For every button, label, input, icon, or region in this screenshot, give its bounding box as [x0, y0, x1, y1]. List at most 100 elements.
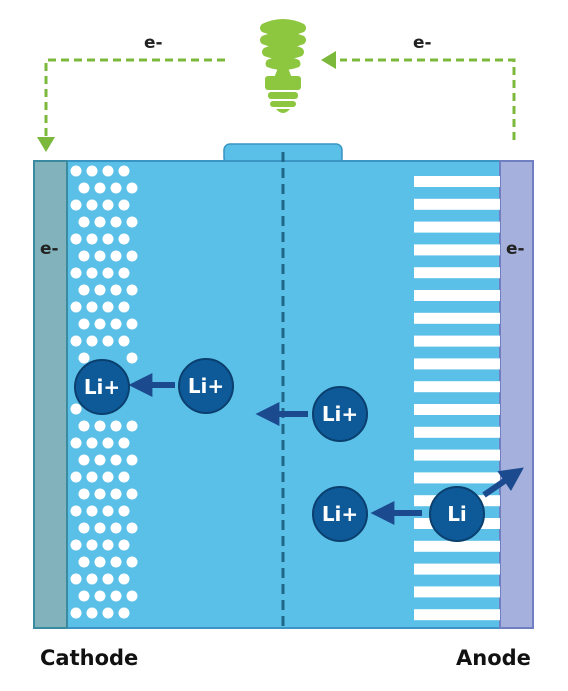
cathode-particle	[110, 556, 122, 568]
li-ion-near-cathode: Li+	[178, 358, 234, 414]
cathode-particle	[94, 318, 106, 330]
cathode-particle	[94, 454, 106, 466]
cathode-particle	[126, 454, 138, 466]
cathode-particle	[94, 420, 106, 432]
cathode-electron-label: e-	[40, 239, 59, 259]
cathode-particle	[86, 471, 98, 483]
cathode-particle	[86, 267, 98, 279]
electron-arrow-to-anode	[482, 467, 524, 498]
li-ion-label: Li+	[322, 402, 358, 426]
cathode-current-collector	[33, 160, 68, 629]
cathode-particle	[110, 488, 122, 500]
anode-current-collector	[499, 160, 534, 629]
cathode-particle	[102, 471, 114, 483]
cathode-particle	[126, 182, 138, 194]
cathode-particle	[70, 607, 82, 619]
cathode-particle	[102, 199, 114, 211]
cathode-particle	[118, 573, 130, 585]
anode-layer	[414, 198, 500, 210]
cathode-particle	[118, 437, 130, 449]
cathode-particle	[78, 318, 90, 330]
cathode-particle	[70, 471, 82, 483]
anode-layer	[414, 404, 500, 415]
external-circuit-left	[44, 58, 225, 140]
cathode-particle	[102, 267, 114, 279]
anode-layer	[414, 449, 500, 461]
cathode-particle	[118, 607, 130, 619]
li-ion-center: Li+	[312, 386, 368, 442]
anode-layer	[414, 472, 500, 484]
cathode-particle	[94, 182, 106, 194]
cathode-particle	[86, 233, 98, 245]
cathode-particle	[86, 539, 98, 551]
cathode-particle	[126, 488, 138, 500]
cathode-particle	[86, 165, 98, 177]
cathode-particle	[78, 454, 90, 466]
cathode-particle	[70, 233, 82, 245]
cathode-particle	[78, 182, 90, 194]
cathode-particle	[70, 335, 82, 347]
cathode-particle	[102, 607, 114, 619]
cathode-particle	[102, 165, 114, 177]
cathode-caption: Cathode	[40, 646, 138, 670]
cathode-particle	[86, 335, 98, 347]
cathode-particle	[126, 420, 138, 432]
anode-layer	[414, 176, 500, 187]
cathode-particle	[102, 573, 114, 585]
cathode-particle	[70, 539, 82, 551]
cathode-particle	[78, 488, 90, 500]
cathode-particle	[94, 216, 106, 228]
cathode-particle	[86, 437, 98, 449]
cathode-particle	[126, 318, 138, 330]
cathode-particle	[126, 522, 138, 534]
wire-electron-label-left: e-	[144, 33, 163, 53]
anode-layer	[414, 221, 500, 233]
cathode-particle	[110, 590, 122, 602]
cathode-particle	[118, 301, 130, 313]
li-ion-at-cathode: Li+	[74, 359, 130, 415]
cathode-particle	[70, 267, 82, 279]
cathode-particle	[118, 267, 130, 279]
anode-layer	[414, 609, 500, 621]
lithium-atom-in-anode: Li	[429, 486, 485, 542]
cathode-particle	[70, 437, 82, 449]
cathode-particle	[126, 556, 138, 568]
cathode-particle	[110, 420, 122, 432]
cathode-particle	[86, 199, 98, 211]
cathode-particle	[94, 284, 106, 296]
cathode-particle	[118, 165, 130, 177]
cathode-particle	[78, 250, 90, 262]
cathode-particle	[110, 250, 122, 262]
cathode-particle	[94, 250, 106, 262]
cathode-particle	[70, 403, 82, 415]
anode-layer	[414, 244, 500, 256]
cathode-particle	[110, 522, 122, 534]
cathode-particle	[70, 505, 82, 517]
cathode-particle	[118, 335, 130, 347]
cathode-particle	[70, 301, 82, 313]
external-circuit-right	[340, 58, 516, 140]
cathode-particle	[102, 539, 114, 551]
li-ion-label: Li+	[322, 502, 358, 526]
wire-electron-label-right: e-	[413, 33, 432, 53]
cathode-particle	[78, 352, 90, 364]
cathode-particle	[86, 505, 98, 517]
cathode-particle	[94, 556, 106, 568]
cathode-particle	[110, 318, 122, 330]
cathode-particle	[78, 284, 90, 296]
cathode-particle	[102, 233, 114, 245]
cathode-particle	[126, 284, 138, 296]
cathode-particle	[126, 352, 138, 364]
anode-layer	[414, 358, 500, 370]
anode-caption: Anode	[456, 646, 531, 670]
li-ion-label: Li+	[84, 375, 120, 399]
cathode-particle	[102, 301, 114, 313]
cathode-particle	[118, 233, 130, 245]
anode-layer	[414, 426, 500, 438]
cathode-particle	[110, 216, 122, 228]
cathode-particle	[78, 420, 90, 432]
anode-layer	[414, 540, 500, 552]
cathode-particle	[102, 505, 114, 517]
wire-arrowhead-down	[37, 137, 55, 152]
cathode-particle	[118, 471, 130, 483]
